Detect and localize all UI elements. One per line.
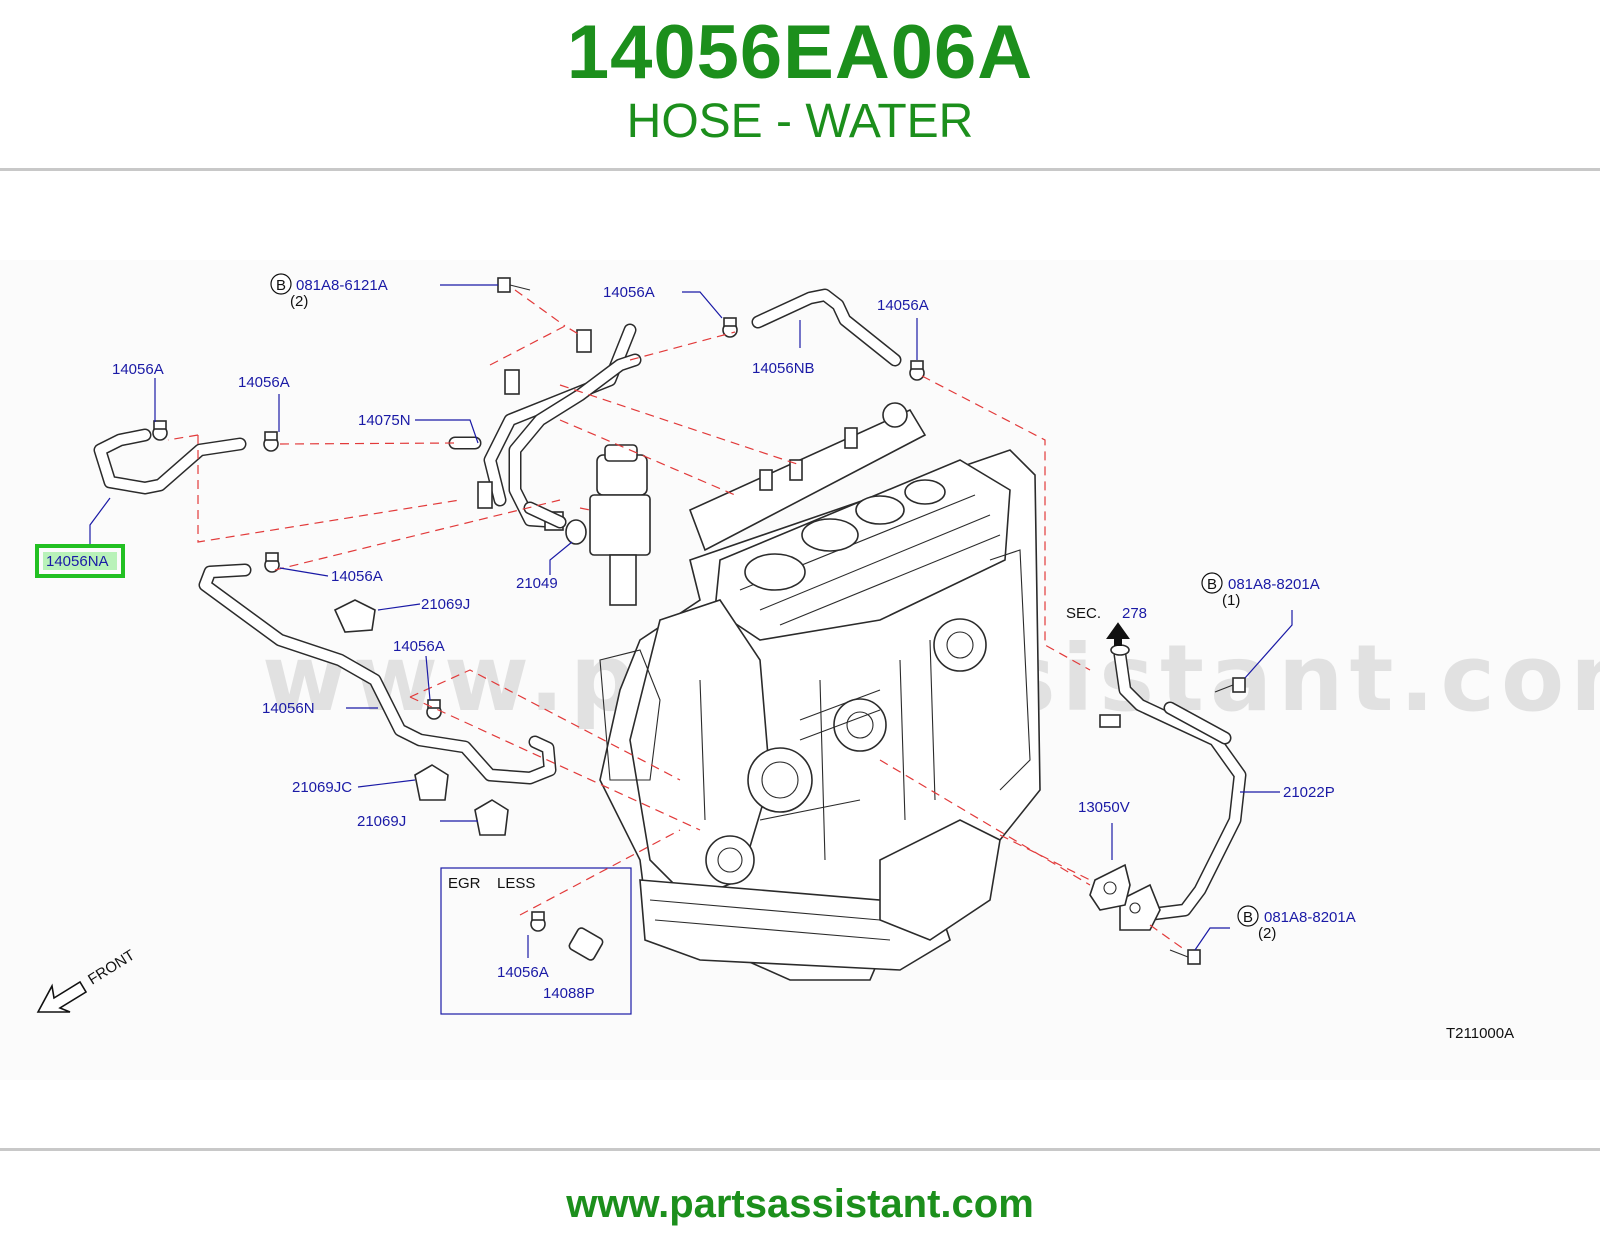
up-arrow-icon	[1106, 622, 1130, 646]
label-clip-21069j: 21069J	[357, 813, 406, 830]
highlighted-part-14056na: 14056NA	[35, 544, 125, 578]
front-arrow-icon	[36, 980, 88, 1013]
qty-label: (1)	[1222, 592, 1240, 609]
engine-block	[599, 449, 1041, 981]
clip-icon	[333, 599, 376, 633]
diagram-canvas: www.partsassistant.com	[35, 273, 1600, 1042]
label-clamp-14056a: 14056A	[331, 568, 383, 585]
label-clamp-14056a: 14056A	[497, 964, 549, 981]
callout-bolt-right-top: B 081A8-8201A (1)	[1201, 572, 1320, 609]
label-gasket-13050v: 13050V	[1078, 799, 1130, 816]
callout-bolt-right-bottom: B 081A8-8201A (2)	[1237, 905, 1356, 942]
qty-label: (2)	[290, 293, 308, 310]
leader-lines	[89, 284, 1293, 958]
label-clip-21069jc: 21069JC	[292, 779, 352, 796]
label-clamp-14056a: 14056A	[603, 284, 655, 301]
part-name-subtitle: HOSE - WATER	[626, 95, 974, 148]
egr-label: EGR	[448, 875, 481, 892]
marker-b: B	[1207, 576, 1217, 593]
gasket-13050v-icon	[1089, 863, 1131, 911]
hose-14056na	[93, 428, 247, 495]
hose-14056nb	[751, 288, 902, 367]
diagram-code: T211000A	[1446, 1025, 1514, 1042]
clip-icon	[474, 799, 509, 836]
callout-bolt-top: B 081A8-6121A (2)	[270, 273, 388, 310]
intake-rail	[688, 402, 927, 552]
clamp-icon	[152, 420, 168, 441]
label-clamp-14056a: 14056A	[393, 638, 445, 655]
qty-label: (2)	[1258, 925, 1276, 942]
clamp-icon	[909, 360, 925, 381]
egr-valve	[566, 444, 651, 606]
label-pipe-21022p: 21022P	[1283, 784, 1335, 801]
page-header: 14056EA06A HOSE - WATER	[0, 0, 1600, 168]
parts-diagram: www.partsassistant.com	[0, 260, 1600, 1080]
marker-b: B	[1243, 909, 1253, 926]
hose-14056n	[198, 563, 557, 785]
bolt-icon	[497, 277, 531, 293]
clamp-icon	[426, 699, 442, 720]
label-clamp-14056a: 14056A	[877, 297, 929, 314]
sec-label: SEC.	[1066, 605, 1101, 622]
egr-less-box	[440, 867, 632, 1015]
label-clamp-14056a: 14056A	[238, 374, 290, 391]
front-label: FRONT	[85, 947, 138, 989]
label-clamp-14056a: 14056A	[112, 361, 164, 378]
sec-number-link: 278	[1122, 605, 1147, 622]
label-081a8-6121a: 081A8-6121A	[296, 277, 388, 294]
footer-divider	[0, 1148, 1600, 1151]
clamp-icon	[530, 911, 546, 932]
marker-b: B	[276, 277, 286, 294]
clamp-icon	[722, 317, 738, 338]
clamp-icon	[263, 431, 279, 452]
less-label: LESS	[497, 875, 535, 892]
bolt-icon	[1214, 677, 1246, 693]
label-081a8-8201a: 081A8-8201A	[1264, 909, 1356, 926]
label-hose-14056n: 14056N	[262, 700, 315, 717]
label-clip-21069j: 21069J	[421, 596, 470, 613]
label-pipe-14075n: 14075N	[358, 412, 411, 429]
footer-website-link[interactable]: www.partsassistant.com	[566, 1182, 1034, 1226]
part-number-title: 14056EA06A	[566, 10, 1034, 95]
bolt-icon	[1169, 949, 1201, 965]
flange-icon	[1119, 883, 1161, 931]
label-hose-14056nb: 14056NB	[752, 360, 815, 377]
gasket-21049-icon	[523, 501, 587, 545]
assembly-dashed-lines	[167, 289, 1186, 951]
clip-icon	[414, 764, 449, 801]
plug-14088p-icon	[568, 927, 604, 961]
label-plug-14088p: 14088P	[543, 985, 595, 1002]
pipe-21022p	[1099, 644, 1247, 922]
label-gasket-21049: 21049	[516, 575, 558, 592]
clamp-icon	[264, 552, 280, 573]
label-081a8-8201a: 081A8-8201A	[1228, 576, 1320, 593]
label-hose-14056na: 14056NA	[46, 553, 109, 570]
header-divider	[0, 168, 1600, 171]
